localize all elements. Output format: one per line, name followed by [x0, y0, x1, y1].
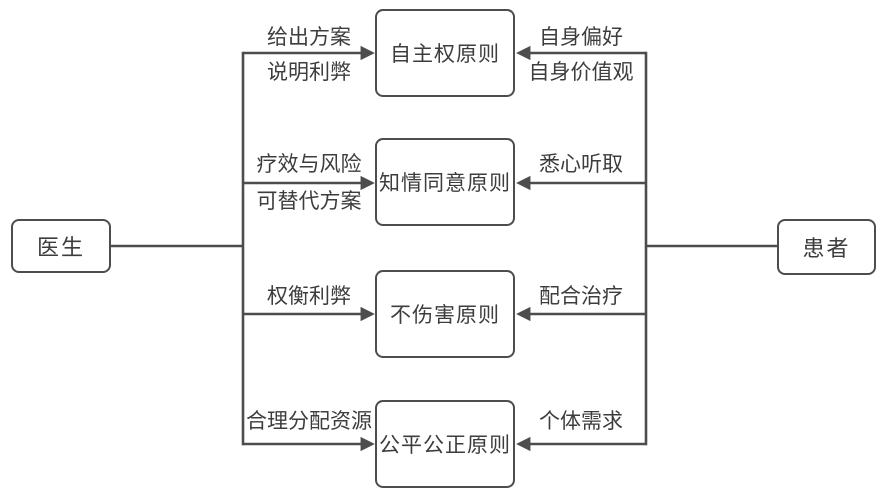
doctor-action-label: 合理分配资源: [246, 409, 372, 433]
patient-action-label: 自身偏好: [539, 25, 623, 49]
patient-action-label: 个体需求: [539, 409, 623, 433]
principle-box-non-maleficence: 不伤害原则: [375, 270, 515, 358]
doctor-action-label: 说明利弊: [267, 60, 351, 84]
doctor-action-label: 权衡利弊: [267, 284, 351, 308]
patient-node: 患者: [777, 219, 876, 275]
doctor-node: 医生: [11, 219, 111, 273]
patient-action-label: 配合治疗: [539, 284, 623, 308]
doctor-action-label: 可替代方案: [256, 189, 362, 213]
doctor-action-label: 给出方案: [267, 25, 351, 49]
principle-box-justice: 公平公正原则: [375, 400, 515, 488]
patient-action-label: 悉心听取: [539, 152, 623, 176]
patient-action-label: 自身价值观: [528, 60, 634, 84]
principle-box-autonomy: 自主权原则: [375, 9, 515, 97]
doctor-action-label: 疗效与风险: [256, 152, 362, 176]
principle-box-informed-consent: 知情同意原则: [375, 138, 515, 226]
